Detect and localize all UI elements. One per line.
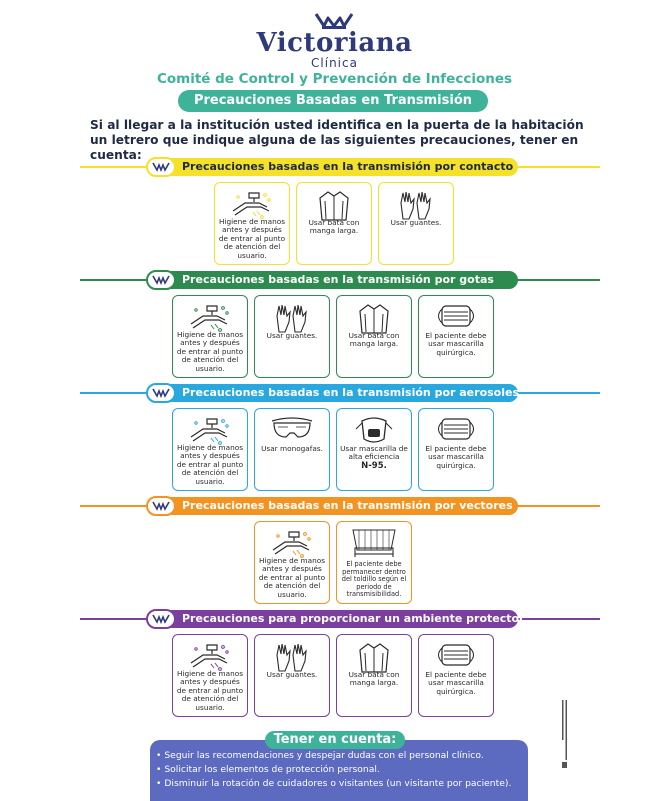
card-caption: Higiene de manos antes y después de entr…: [176, 668, 244, 712]
goggles-icon: [268, 415, 316, 449]
surgical-mask-icon: [433, 415, 479, 447]
precaution-card: Usar monogafas.: [254, 408, 330, 491]
brand-subtitle: Clínica: [311, 56, 358, 70]
committee-title: Comité de Control y Prevención de Infecc…: [156, 71, 513, 87]
card-caption: Usar guantes.: [266, 670, 318, 679]
precaution-card: Higiene de manos antes y después de entr…: [172, 295, 248, 378]
gloves-icon: [273, 641, 311, 677]
card-caption: El paciente debe permanecer dentro del t…: [341, 560, 407, 599]
surgical-mask-icon: [433, 302, 479, 334]
card-caption: Higiene de manos antes y después de entr…: [258, 555, 326, 599]
tener-item: Disminuir la rotación de cuidadores o vi…: [156, 777, 528, 791]
precaution-card: Usar bata con manga larga.: [296, 182, 372, 265]
card-caption: El paciente debe usar mascarilla quirúrg…: [425, 670, 487, 696]
card-caption: Usar bata con manga larga.: [348, 670, 400, 688]
gloves-icon: [397, 189, 435, 225]
card-caption: Usar guantes.: [390, 218, 442, 227]
section-title: Precauciones basadas en la transmisión p…: [148, 384, 519, 402]
gown-icon: [317, 189, 351, 227]
precaution-card: El paciente debe usar mascarilla quirúrg…: [418, 295, 494, 378]
card-caption: El paciente debe usar mascarilla quirúrg…: [425, 444, 487, 470]
precaution-card: Higiene de manos antes y después de entr…: [172, 408, 248, 491]
handwash-icon: [269, 528, 315, 564]
page-banner: Precauciones Basadas en Transmisión: [178, 90, 488, 112]
gown-icon: [357, 641, 391, 679]
brand-name: Victoriana: [256, 28, 413, 58]
precaution-card: El paciente debe usar mascarilla quirúrg…: [418, 634, 494, 717]
gown-icon: [357, 302, 391, 340]
precaution-card: El paciente debe permanecer dentro del t…: [336, 521, 412, 604]
card-caption-emphasis: N-95.: [361, 460, 387, 471]
n95-mask-icon: [354, 415, 394, 449]
crown-badge-icon: [146, 383, 176, 403]
surgical-mask-icon: [433, 641, 479, 673]
intro-text: Si al llegar a la institución usted iden…: [90, 118, 584, 162]
tener-item: Solicitar los elementos de protección pe…: [156, 763, 528, 777]
handwash-icon: [187, 415, 233, 451]
tener-title: Tener en cuenta:: [265, 731, 405, 749]
tener-box: Seguir las recomendaciones y despejar du…: [150, 740, 528, 801]
handwash-icon: [187, 641, 233, 677]
gloves-icon: [273, 302, 311, 338]
section-title: Precauciones basadas en la transmisión p…: [148, 158, 518, 176]
vertical-credit-logo-icon: [562, 700, 567, 768]
handwash-icon: [229, 189, 275, 225]
card-caption: Higiene de manos antes y después de entr…: [176, 442, 244, 486]
card-caption: Higiene de manos antes y después de entr…: [218, 216, 286, 260]
mosquito-net-bed-icon: [347, 528, 401, 562]
crown-badge-icon: [146, 609, 176, 629]
precaution-card: Higiene de manos antes y después de entr…: [214, 182, 290, 265]
precaution-card: Usar guantes.: [254, 634, 330, 717]
card-caption: Usar guantes.: [266, 331, 318, 340]
card-caption: Usar bata con manga larga.: [348, 331, 400, 349]
section-title: Precauciones basadas en la transmisión p…: [148, 497, 518, 515]
precaution-card: Higiene de manos antes y después de entr…: [172, 634, 248, 717]
card-caption: Higiene de manos antes y después de entr…: [176, 329, 244, 373]
precaution-card: Usar guantes.: [254, 295, 330, 378]
precaution-card: Usar bata con manga larga.: [336, 295, 412, 378]
precaution-card: El paciente debe usar mascarilla quirúrg…: [418, 408, 494, 491]
crown-badge-icon: [146, 270, 176, 290]
tener-list: Seguir las recomendaciones y despejar du…: [150, 740, 528, 791]
section-title: Precauciones basadas en la transmisión p…: [148, 271, 518, 289]
crown-badge-icon: [146, 496, 176, 516]
card-caption: Usar monogafas.: [261, 444, 323, 453]
handwash-icon: [187, 302, 233, 338]
card-caption: El paciente debe usar mascarilla quirúrg…: [425, 331, 487, 357]
precaution-card: Usar bata con manga larga.: [336, 634, 412, 717]
crown-logo-icon: [314, 13, 354, 29]
crown-badge-icon: [146, 157, 176, 177]
precaution-card: Higiene de manos antes y después de entr…: [254, 521, 330, 604]
card-caption: Usar bata con manga larga.: [308, 218, 360, 236]
tener-item: Seguir las recomendaciones y despejar du…: [156, 749, 528, 763]
precaution-card: Usar guantes.: [378, 182, 454, 265]
section-title: Precauciones para proporcionar un ambien…: [148, 610, 524, 628]
